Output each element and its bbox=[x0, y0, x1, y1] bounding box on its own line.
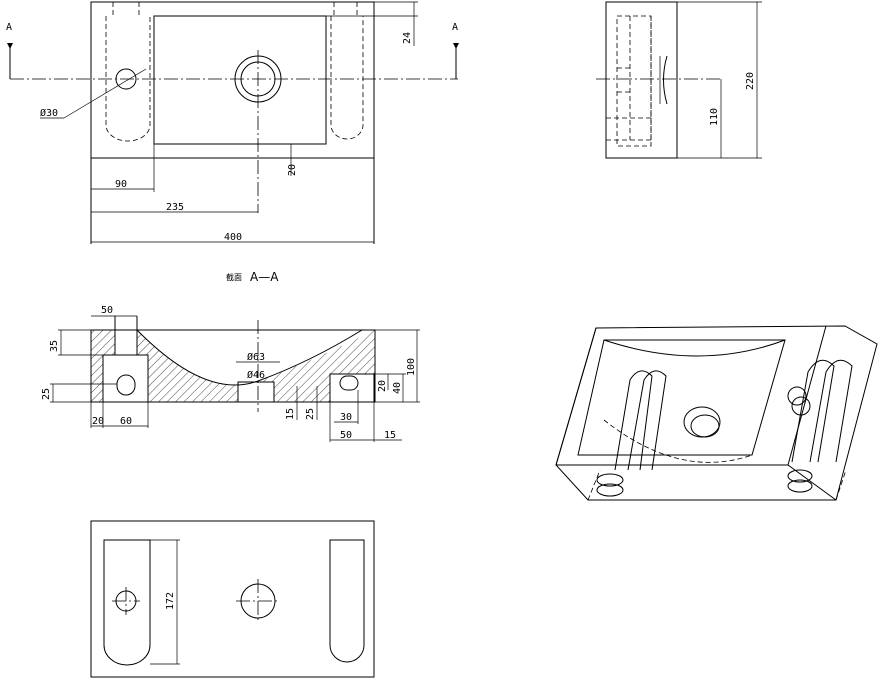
section-cutout bbox=[103, 355, 148, 402]
iso-basin-curve bbox=[603, 339, 786, 357]
dim-90: 90 bbox=[115, 179, 127, 190]
iso-hole bbox=[787, 469, 813, 483]
iso-basin-rim bbox=[577, 339, 786, 456]
dim-15-mid: 15 bbox=[285, 408, 296, 420]
iso-hole bbox=[787, 479, 813, 493]
dim-400: 400 bbox=[224, 232, 242, 243]
hidden-line bbox=[617, 67, 630, 93]
dim-15-right: 15 bbox=[384, 430, 396, 441]
iso-slot bbox=[809, 359, 853, 463]
dim-40: 40 bbox=[392, 382, 403, 394]
iso-hole bbox=[791, 396, 811, 416]
isometric-view bbox=[555, 325, 878, 501]
hidden-line bbox=[333, 2, 358, 16]
bottom-left-slot bbox=[103, 539, 151, 666]
top-view-outline bbox=[90, 1, 375, 159]
section-cutout bbox=[330, 374, 374, 402]
right-oval-hole bbox=[339, 375, 359, 391]
iso-hole bbox=[787, 386, 807, 406]
dim-35: 35 bbox=[49, 340, 60, 352]
dim-25-mid: 25 bbox=[305, 408, 316, 420]
section-outline bbox=[90, 329, 376, 403]
dim-dia-46: Ø46 bbox=[247, 369, 265, 381]
dim-20: 20 bbox=[287, 164, 298, 176]
basin-inner-rect bbox=[153, 15, 327, 145]
leader-line bbox=[63, 68, 147, 119]
section-cutout bbox=[238, 382, 274, 402]
left-oval-hole bbox=[116, 374, 136, 396]
dim-110: 110 bbox=[709, 108, 720, 126]
hidden-line bbox=[603, 419, 753, 463]
iso-slot bbox=[791, 359, 835, 463]
dim-20-right: 20 bbox=[377, 380, 388, 392]
dim-235: 235 bbox=[166, 202, 184, 213]
side-view: 220 110 bbox=[596, 1, 762, 159]
side-curve bbox=[663, 55, 668, 105]
dim-24: 24 bbox=[402, 32, 413, 44]
dim-60: 60 bbox=[120, 416, 132, 427]
dim-25-left: 25 bbox=[41, 388, 52, 400]
hidden-line bbox=[587, 469, 847, 501]
iso-hole bbox=[596, 483, 624, 497]
hidden-line bbox=[629, 16, 652, 140]
hidden-line bbox=[112, 2, 140, 16]
section-mark-right: A bbox=[452, 22, 458, 33]
dim-20-left: 20 bbox=[92, 416, 104, 427]
side-hidden-body bbox=[616, 15, 652, 147]
iso-drain-inner bbox=[690, 414, 720, 438]
dim-50-bot: 50 bbox=[340, 430, 352, 441]
iso-drain-outer bbox=[683, 406, 721, 438]
dim-30: 30 bbox=[340, 412, 352, 423]
section-hatch bbox=[91, 330, 375, 402]
section-cutout bbox=[115, 316, 137, 355]
iso-edge bbox=[787, 325, 827, 466]
dim-172: 172 bbox=[165, 592, 176, 610]
bottom-right-slot bbox=[329, 539, 365, 663]
left-pocket bbox=[102, 354, 149, 403]
left-slot-hidden bbox=[105, 16, 151, 142]
dim-220: 220 bbox=[745, 72, 756, 90]
right-slot-hidden bbox=[330, 16, 364, 140]
dim-dia-63: Ø63 bbox=[247, 351, 265, 363]
section-title-prefix: 截面 bbox=[226, 272, 242, 282]
section-title: A—A bbox=[250, 270, 279, 284]
top-view: A A Ø30 24 20 90 235 400 bbox=[6, 1, 459, 244]
section-mark-left: A bbox=[6, 22, 12, 33]
bottom-view-outline bbox=[90, 520, 375, 678]
iso-hole bbox=[596, 473, 624, 487]
dim-dia-30: Ø30 bbox=[40, 107, 58, 119]
right-pocket bbox=[329, 373, 375, 403]
hidden-line bbox=[606, 117, 651, 141]
iso-slot bbox=[614, 370, 653, 471]
bottom-view: 172 bbox=[90, 520, 375, 678]
dim-100: 100 bbox=[406, 358, 417, 376]
dim-50-top: 50 bbox=[101, 305, 113, 316]
iso-slot bbox=[627, 370, 667, 471]
section-line bbox=[114, 316, 138, 355]
section-view: 截面 A—A 50 35 25 20 60 bbox=[41, 270, 420, 442]
iso-edge bbox=[555, 327, 597, 466]
